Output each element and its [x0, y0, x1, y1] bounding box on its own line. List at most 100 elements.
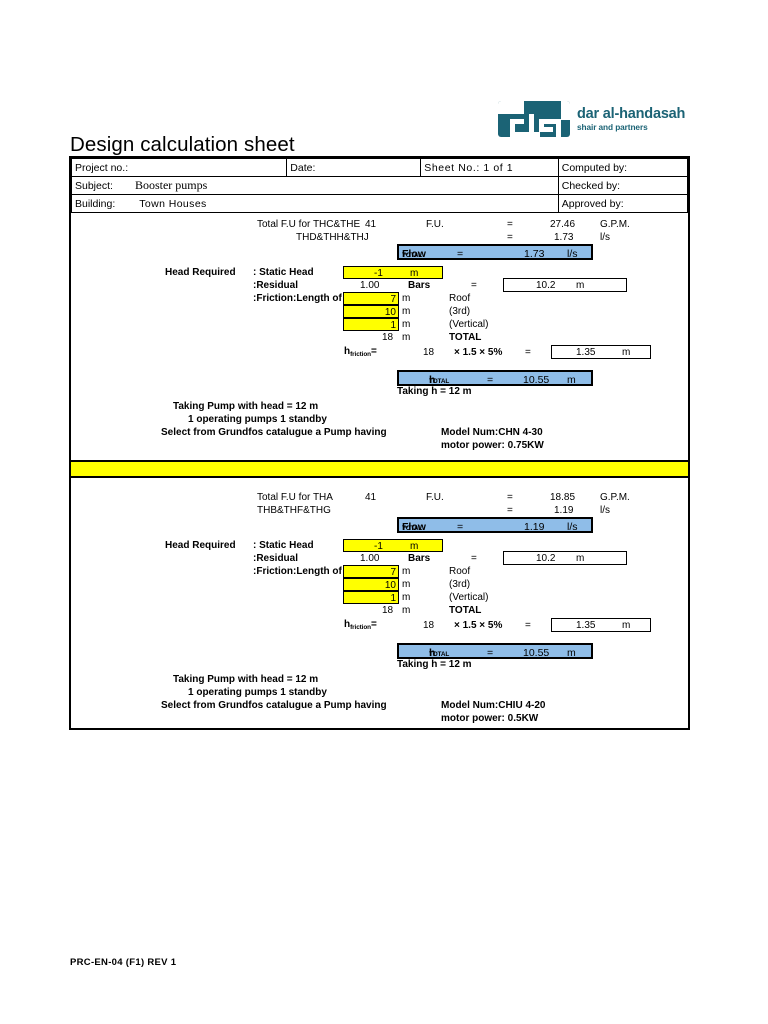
h-friction-result: 1.35 [576, 347, 596, 358]
date-cell[interactable]: Date: [286, 158, 422, 177]
pump-note-line3: Select from Grundfos catalugue a Pump ha… [161, 427, 387, 438]
logo-company-name: dar al-handasah [577, 105, 686, 122]
pipe-length-value-2: 10 [384, 307, 396, 318]
company-logo: dar al-handasah shair and partners [498, 101, 685, 137]
checked-by-label: Checked by: [561, 179, 621, 192]
pipe-total-unit: m [402, 605, 411, 616]
static-head-value: -1 [374, 268, 383, 279]
residual-m-unit: m [576, 280, 585, 291]
subject-cell[interactable]: Subject: Booster pumps [71, 176, 559, 195]
flow-total-value: 1.19 [524, 521, 545, 533]
pipe-length-note-1: Roof [449, 293, 471, 304]
checked-by-cell[interactable]: Checked by: [557, 176, 689, 195]
pipe-total-value: 18 [382, 605, 394, 616]
pipe-length-value-2: 10 [384, 580, 396, 591]
static-head-label: : Static Head [253, 267, 314, 278]
pipe-length-input-3[interactable]: 1 [343, 318, 399, 331]
h-friction-equals: = [525, 620, 531, 631]
pipe-total-unit: m [402, 332, 411, 343]
residual-result-box[interactable]: 10.2 m [503, 278, 627, 292]
pump-note-line1: Taking Pump with head = 12 m [173, 674, 319, 685]
h-total-value: 10.55 [523, 374, 550, 386]
static-head-input[interactable]: -1 m [343, 539, 443, 552]
fu-title-line2: THD&THH&THJ [296, 232, 369, 243]
static-head-unit: m [410, 268, 419, 279]
pump-power-label: motor power: 0.75KW [441, 440, 544, 451]
approved-by-label: Approved by: [561, 197, 624, 210]
residual-m-value: 10.2 [536, 553, 556, 564]
pipe-length-note-2: (3rd) [449, 579, 471, 590]
building-label: Building: [75, 197, 116, 210]
h-total-equals: = [487, 374, 494, 386]
fu-unit-label: F.U. [426, 492, 444, 503]
fu-lps-value: 1.19 [554, 505, 574, 516]
fu-gpm-unit: G.P.M. [600, 492, 630, 503]
section-separator-band [71, 460, 688, 478]
pump-note-line2: 1 operating pumps 1 standby [188, 687, 327, 698]
sheet-no-cell[interactable]: Sheet No.: 1 of 1 [420, 158, 559, 177]
pipe-length-input-1[interactable]: 7 [343, 292, 399, 305]
subject-label: Subject: [75, 180, 113, 192]
building-cell[interactable]: Building:Town Houses [71, 194, 559, 213]
residual-unit: Bars [408, 280, 431, 291]
fu-title-line1: Total F.U for THA [257, 492, 333, 503]
pipe-length-input-1[interactable]: 7 [343, 565, 399, 578]
page-title: Design calculation sheet [70, 133, 295, 156]
dar-monogram-icon [498, 101, 570, 137]
pipe-length-value-3: 1 [390, 593, 396, 604]
fu-unit-label: F.U. [426, 219, 444, 230]
residual-result-box[interactable]: 10.2 m [503, 551, 627, 565]
pump-model-label: Model Num:CHIU 4-20 [441, 700, 546, 711]
pipe-length-input-2[interactable]: 10 [343, 578, 399, 591]
fu-gpm-value: 18.85 [550, 492, 576, 503]
residual-equals: = [471, 280, 477, 291]
calculation-block-1: Total F.U for THC&THE THD&THH&THJ 41 F.U… [71, 213, 688, 460]
h-friction-factor: × 1.5 × 5% [454, 620, 503, 631]
fu-count: 41 [365, 492, 377, 503]
h-friction-unit: m [622, 620, 631, 631]
residual-unit: Bars [408, 553, 431, 564]
approved-by-cell[interactable]: Approved by: [557, 194, 689, 213]
h-friction-unit: m [622, 347, 631, 358]
pipe-length-input-2[interactable]: 10 [343, 305, 399, 318]
pipe-length-value-3: 1 [390, 320, 396, 331]
head-required-title: Head Required [165, 540, 236, 551]
pipe-length-input-3[interactable]: 1 [343, 591, 399, 604]
pipe-total-value: 18 [382, 332, 394, 343]
h-friction-result-box[interactable]: 1.35 m [551, 618, 651, 632]
pipe-length-note-1: Roof [449, 566, 471, 577]
residual-label: :Residual [253, 280, 299, 291]
pump-note-line2: 1 operating pumps 1 standby [188, 414, 327, 425]
h-friction-equals: = [525, 347, 531, 358]
fu-lps-value: 1.73 [554, 232, 574, 243]
pipe-length-unit-3: m [402, 592, 411, 603]
table-row: Subject: Booster pumps Checked by: [71, 176, 689, 195]
subject-value: Booster pumps [134, 178, 208, 192]
pipe-length-note-3: (Vertical) [449, 592, 489, 603]
static-head-value: -1 [374, 541, 383, 552]
project-no-cell[interactable]: Project no.: [70, 158, 288, 177]
pipe-length-unit-1: m [402, 566, 411, 577]
pipe-length-unit-1: m [402, 293, 411, 304]
pipe-length-note-2: (3rd) [449, 306, 471, 317]
flow-total-unit: l/s [567, 521, 578, 533]
fu-equals-2: = [507, 505, 513, 516]
flow-total-unit: l/s [567, 248, 578, 260]
fu-title-line1: Total F.U for THC&THE [257, 219, 361, 230]
computed-by-cell[interactable]: Computed by: [557, 158, 689, 177]
static-head-unit: m [410, 541, 419, 552]
h-friction-result-box[interactable]: 1.35 m [551, 345, 651, 359]
document-footer-code: PRC-EN-04 (F1) REV 1 [70, 957, 177, 968]
fu-lps-unit: l/s [600, 505, 610, 516]
sheet-no-label: Sheet No.: 1 of 1 [424, 161, 514, 174]
pipe-length-unit-2: m [402, 306, 411, 317]
pipe-total-note: TOTAL [449, 332, 482, 343]
fu-lps-unit: l/s [600, 232, 610, 243]
static-head-input[interactable]: -1 m [343, 266, 443, 279]
fu-gpm-unit: G.P.M. [600, 219, 630, 230]
logo-company-tagline: shair and partners [577, 121, 648, 132]
